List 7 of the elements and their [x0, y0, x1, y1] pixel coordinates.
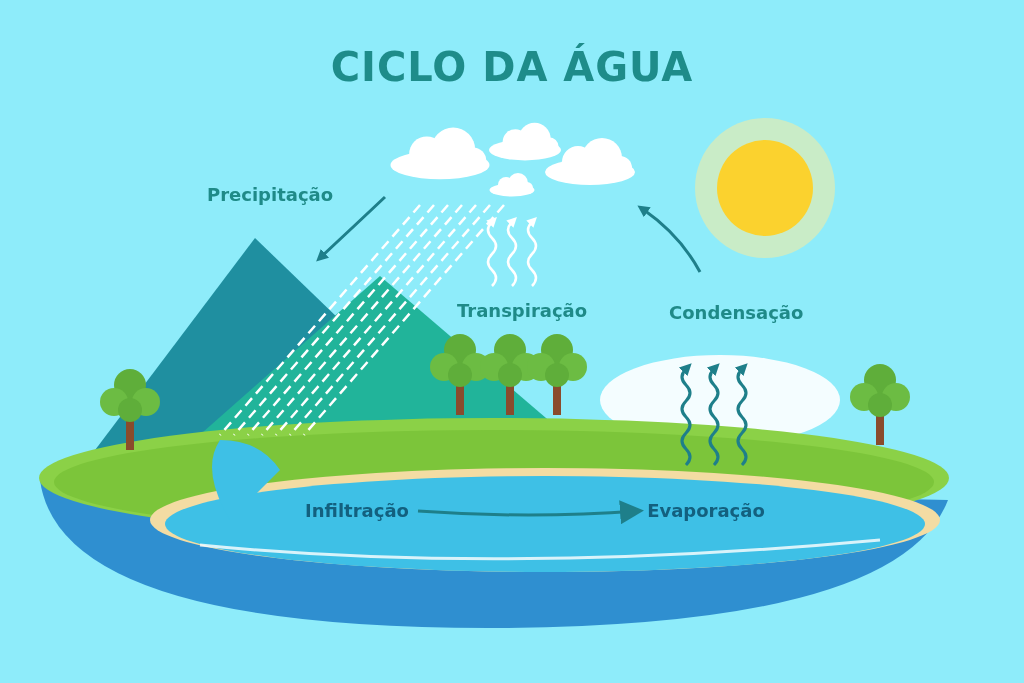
- stage-label: Condensação: [669, 302, 804, 323]
- stage-label: Precipitação: [207, 184, 334, 205]
- arrow: [417, 500, 644, 525]
- stage-label: Evaporação: [647, 500, 765, 521]
- title: CICLO DA ÁGUA: [329, 44, 695, 90]
- stage-label: Infiltração: [305, 500, 409, 521]
- stage-label: Transpiração: [457, 300, 588, 321]
